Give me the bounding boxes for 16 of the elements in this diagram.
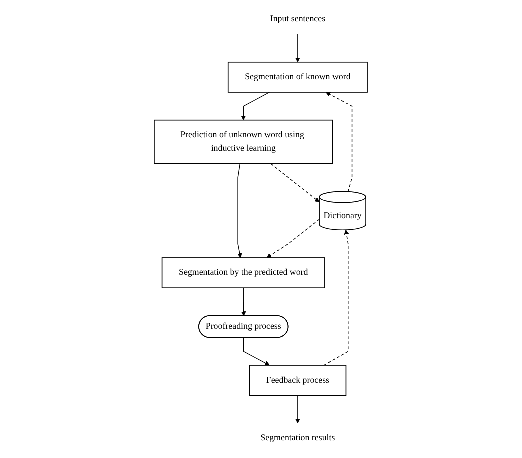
- arrow: [243, 338, 270, 366]
- arrow: [326, 92, 353, 192]
- arrow: [296, 395, 300, 424]
- node-box: Prediction of unknown word using inductive learning: [154, 120, 334, 164]
- arrow: [324, 230, 350, 366]
- arrow: [296, 34, 300, 63]
- arrow: [237, 163, 242, 258]
- arrow: [241, 92, 270, 121]
- arrow: [241, 288, 246, 316]
- arrow: [270, 163, 320, 202]
- node-text: Segmentation results: [260, 433, 336, 443]
- node-box: Segmentation by the predicted word: [162, 258, 326, 288]
- node-text: Input sentences: [270, 14, 326, 24]
- node-box: Feedback process: [249, 365, 347, 396]
- arrow: [266, 219, 320, 258]
- node-box: Segmentation of known word: [228, 62, 368, 93]
